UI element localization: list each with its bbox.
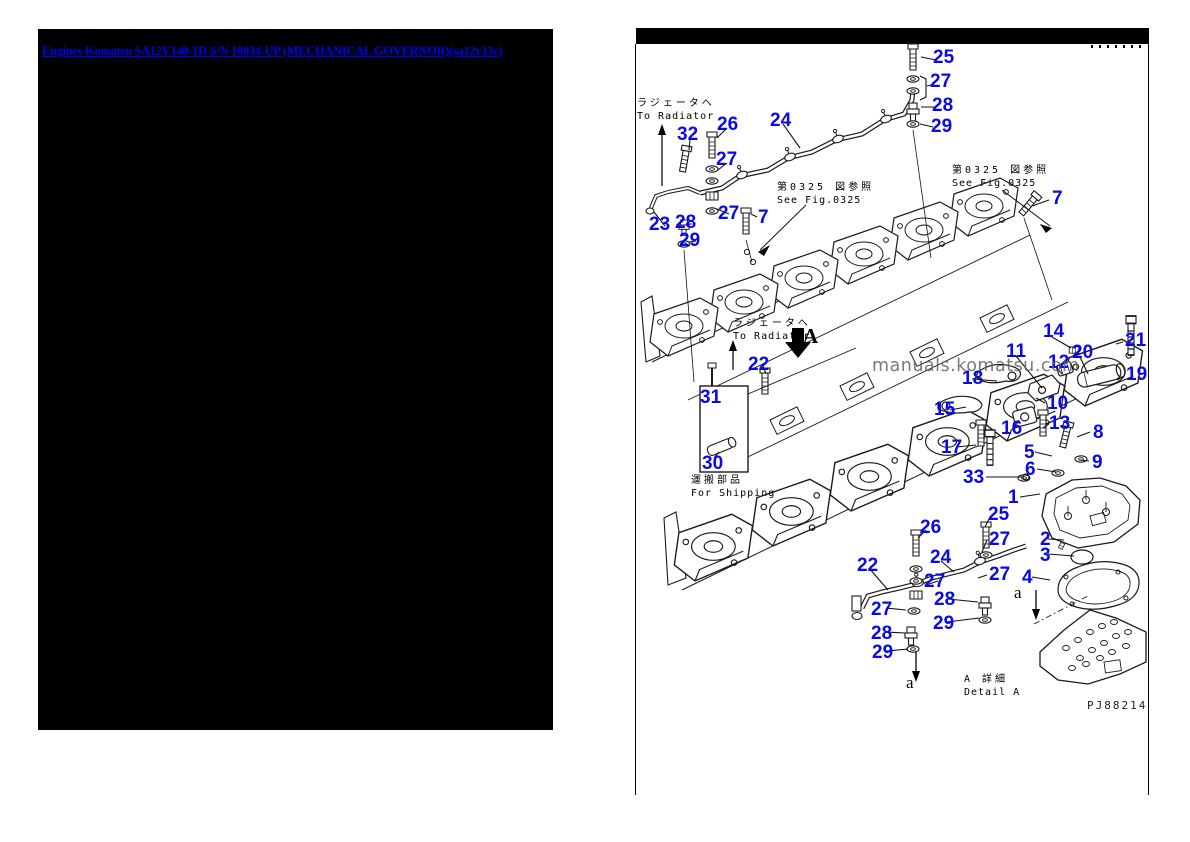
- callout-number: 7: [1052, 188, 1063, 209]
- callout-number: 21: [1125, 330, 1147, 351]
- callout-number: 26: [920, 517, 942, 538]
- callout-number: 26: [717, 114, 739, 135]
- callout-number: 2: [1040, 529, 1051, 550]
- callout-number: 25: [933, 47, 955, 68]
- callout-number: 29: [931, 116, 953, 137]
- direction-arrows: [658, 124, 1040, 682]
- callout-number: 3: [1040, 545, 1051, 566]
- callout-number: 8: [1093, 422, 1104, 443]
- document-title-link[interactable]: Engines Komatsu SA12V140-1D S/N 10034-UP…: [42, 44, 503, 58]
- callout-number: 27: [716, 149, 738, 170]
- housing-gasket-cover: [1033, 477, 1147, 685]
- callout-number: 1: [1008, 487, 1019, 508]
- callout-number: 4: [1022, 567, 1033, 588]
- hardware-parts: [677, 43, 1137, 653]
- callout-number: 29: [679, 230, 701, 251]
- callout-number: 5: [1024, 442, 1035, 463]
- callout-number: 22: [748, 354, 770, 375]
- callout-number: 22: [857, 555, 879, 576]
- callout-number: 7: [758, 207, 769, 228]
- callout-number: 24: [930, 547, 952, 568]
- detail-marker-a: a: [906, 673, 914, 692]
- callout-number: 27: [718, 203, 740, 224]
- shipping-parts-box: [699, 347, 857, 473]
- view-a-arrow: [785, 328, 811, 358]
- callout-number: 28: [934, 589, 956, 610]
- engine-block: [640, 177, 1144, 591]
- callout-number: 28: [871, 623, 893, 644]
- callout-number: 19: [1126, 364, 1148, 385]
- detail-marker-a: a: [1014, 583, 1022, 602]
- callout-number: 29: [872, 642, 894, 663]
- callout-number: 18: [962, 368, 984, 389]
- left-black-panel: [38, 29, 553, 730]
- diagram-top-bar: [636, 28, 1149, 44]
- diagram-left-border: [635, 44, 637, 795]
- leader-lines: [653, 56, 1125, 652]
- callout-number: 32: [677, 124, 699, 145]
- view-marker-A: A: [803, 324, 819, 348]
- callout-number: 33: [963, 467, 985, 488]
- callout-number: 31: [700, 387, 722, 408]
- callout-number: 27: [924, 571, 946, 592]
- callout-number: 27: [989, 529, 1011, 550]
- callout-number: 29: [933, 613, 955, 634]
- callout-number: 17: [941, 437, 963, 458]
- callout-number: 27: [871, 599, 893, 620]
- callout-number: 10: [1047, 393, 1069, 414]
- callout-number: 27: [930, 71, 952, 92]
- drawing-number: PJ88214: [1087, 699, 1148, 712]
- oil-pipes: [645, 87, 1027, 621]
- callout-number: 15: [934, 399, 956, 420]
- callout-number: 16: [1001, 418, 1023, 439]
- callout-number: 14: [1043, 321, 1065, 342]
- callout-number: 9: [1092, 452, 1103, 473]
- callout-number: 6: [1025, 459, 1036, 480]
- rocker-arm-parts: [937, 361, 1126, 481]
- callout-number: 25: [988, 504, 1010, 525]
- callout-number: 12: [1048, 352, 1070, 373]
- callout-number: 11: [1006, 341, 1027, 362]
- callout-number: 28: [932, 95, 954, 116]
- site-watermark: manuals.komatsu.com: [872, 356, 1080, 376]
- registration-tick-marks: [1091, 45, 1141, 48]
- callout-number: 30: [702, 453, 724, 474]
- callout-number: 13: [1049, 413, 1071, 434]
- callout-number: 24: [770, 110, 792, 131]
- callout-number: 23: [649, 214, 671, 235]
- callout-number: 27: [989, 564, 1011, 585]
- callout-number: 28: [675, 212, 697, 233]
- callout-number: 20: [1072, 342, 1094, 363]
- diagram-right-border: [1148, 44, 1150, 795]
